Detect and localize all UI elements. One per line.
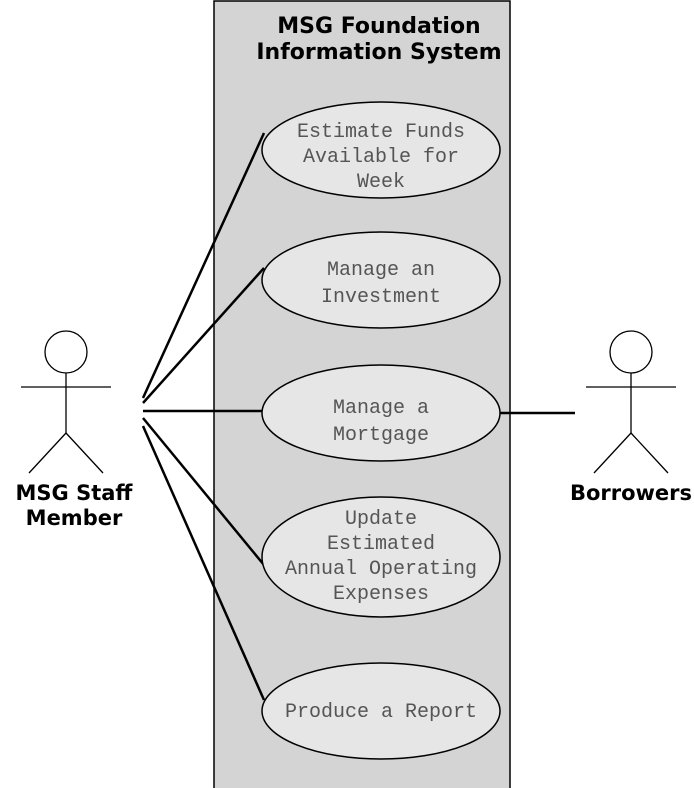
actor-borrowers: Borrowers xyxy=(570,330,692,505)
association-staff-manage-investment xyxy=(142,267,265,404)
actor-label: Borrowers xyxy=(570,481,692,505)
use-case-ellipse xyxy=(261,364,501,462)
associations xyxy=(141,132,575,701)
association-staff-estimate-funds xyxy=(141,132,266,399)
use-case-label: Produce a Report xyxy=(285,701,477,724)
use-case-ellipse xyxy=(261,101,501,199)
use-case-produce-report[interactable]: Produce a Report xyxy=(261,662,501,760)
stick-figure-icon xyxy=(21,330,111,474)
association-staff-produce-report xyxy=(141,425,266,701)
use-case-ellipse xyxy=(261,662,501,760)
use-case-ellipse xyxy=(261,231,501,329)
stick-figure-icon xyxy=(586,330,676,474)
association-staff-update-expenses xyxy=(142,417,265,566)
use-case-ellipse xyxy=(261,496,501,618)
